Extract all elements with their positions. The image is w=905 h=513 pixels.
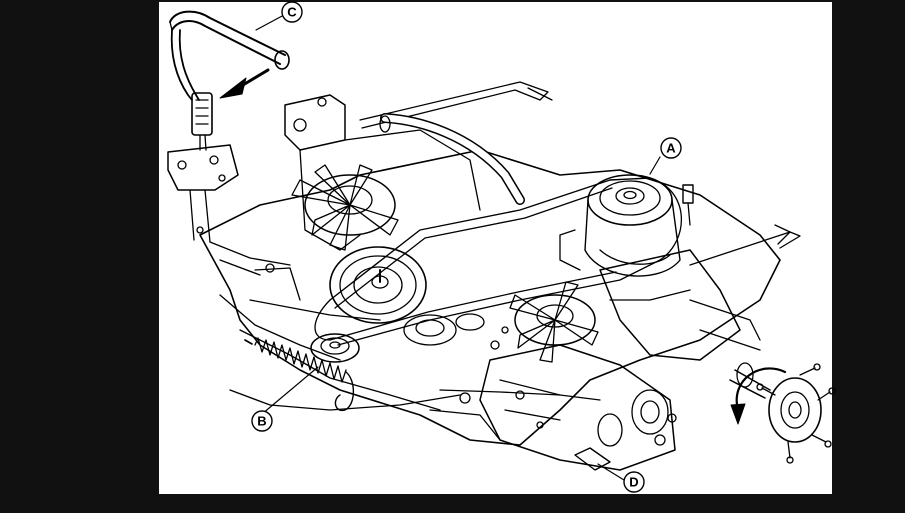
callout-d: D [623,471,645,493]
lever-bracket [167,144,291,276]
linkage-rods [359,81,801,266]
lower-frame-details [229,263,509,441]
callout-b: B [251,410,273,432]
left-drive-pulley [329,246,427,324]
wheel-hub [729,362,836,464]
idler-pulley [310,313,485,363]
callout-leaders [255,14,661,481]
electric-clutch [559,174,694,277]
lower-gearbox [479,344,677,471]
right-cooling-fan [509,281,599,363]
right-transmission [599,249,761,361]
callout-c: C [281,1,303,23]
callout-c-label: C [287,5,297,20]
steering-handle [169,10,290,101]
rotation-arrow [730,367,787,425]
callout-a-label: A [666,141,676,156]
callout-b-label: B [257,414,266,429]
callout-a: A [660,137,682,159]
hydraulic-tube [379,113,525,205]
left-transmission [284,94,481,251]
callout-d-label: D [629,475,638,490]
diagram-panel [159,2,832,494]
direction-arrow-c [219,68,270,99]
left-cooling-fan [291,164,399,251]
tension-spring [244,337,355,412]
